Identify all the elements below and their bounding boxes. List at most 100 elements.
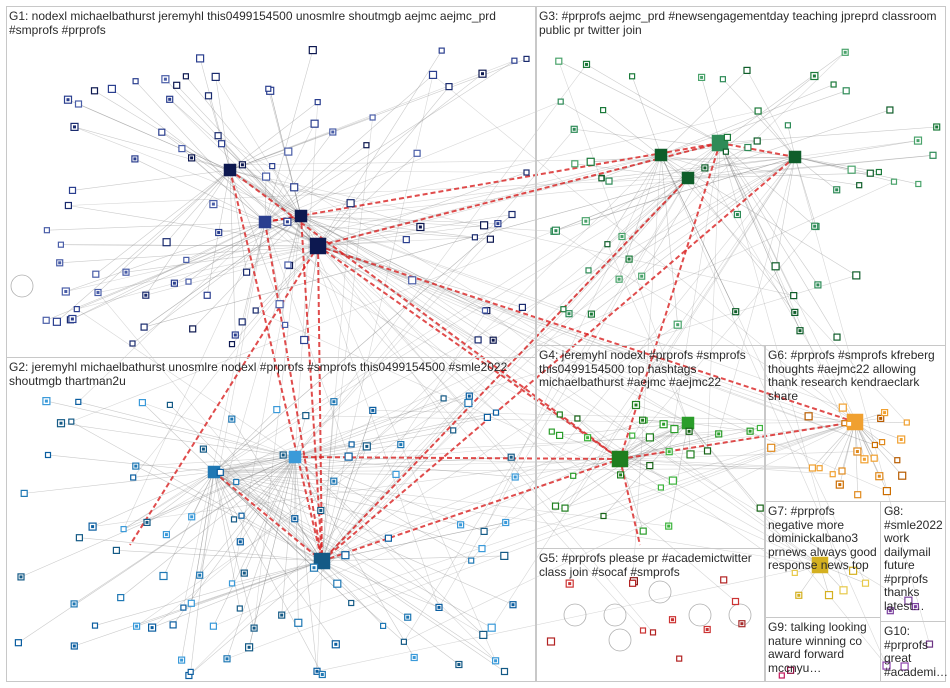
edge — [46, 221, 266, 231]
edge — [321, 560, 384, 627]
edge — [607, 244, 689, 424]
edge — [181, 148, 266, 223]
edge — [213, 471, 334, 482]
edge — [719, 142, 845, 424]
node-g5 — [649, 629, 657, 636]
node-g4 — [555, 431, 564, 439]
node-g3 — [875, 168, 883, 176]
node-g1 — [158, 128, 166, 136]
edge-highlight — [317, 245, 621, 460]
edge — [294, 238, 491, 458]
node-g4 — [574, 415, 581, 422]
edge — [294, 64, 587, 458]
edge — [300, 215, 496, 661]
node-g10 — [925, 640, 934, 648]
node-g4 — [570, 472, 577, 479]
edge — [660, 70, 748, 156]
edge — [135, 465, 323, 562]
edge — [321, 324, 678, 562]
node-avatar — [332, 479, 336, 483]
node-g4 — [551, 502, 560, 510]
node-g2 — [228, 580, 236, 587]
node-avatar — [816, 283, 820, 287]
edge — [68, 205, 319, 247]
edge — [300, 73, 483, 217]
edge — [72, 221, 266, 320]
node-avatar — [687, 429, 691, 433]
group-label-g2: G2: jeremyhl michaelbathurst unosmlre no… — [9, 360, 508, 388]
edge — [191, 471, 215, 517]
edge — [215, 76, 302, 217]
node-avatar — [586, 436, 590, 440]
node-g2 — [348, 441, 355, 448]
node-avatar — [217, 231, 221, 234]
edge — [300, 215, 654, 633]
edge — [264, 74, 434, 223]
node-g3 — [929, 151, 937, 159]
node-g1 — [511, 57, 518, 64]
hub-node-g2 — [313, 552, 331, 570]
node-g1 — [214, 132, 222, 140]
node-g2 — [75, 534, 84, 542]
node-g1 — [183, 256, 190, 263]
edge — [372, 410, 856, 423]
node-avatar — [838, 483, 842, 487]
node-avatar — [467, 394, 471, 398]
node-avatar — [843, 50, 847, 54]
node-avatar — [883, 411, 887, 415]
edge-highlight — [321, 177, 689, 562]
edge — [317, 239, 407, 247]
edge — [213, 471, 505, 672]
node-g2 — [480, 527, 488, 536]
node-g5 — [676, 655, 683, 662]
edge — [491, 156, 796, 628]
edge — [94, 90, 302, 217]
node-g1 — [363, 142, 370, 149]
edge-highlight — [264, 142, 721, 223]
edge — [135, 456, 296, 467]
node-avatar — [877, 474, 881, 478]
edge — [317, 245, 479, 341]
edge — [317, 50, 442, 247]
edge — [294, 456, 516, 478]
edge — [244, 456, 296, 574]
edge — [321, 402, 469, 562]
node-g1 — [471, 234, 478, 241]
node-g6 — [804, 412, 813, 421]
node-avatar — [509, 455, 513, 459]
node-g6 — [767, 443, 776, 452]
edge — [213, 471, 235, 520]
node-avatar — [812, 74, 816, 78]
node-g2 — [216, 468, 224, 476]
edge — [120, 456, 296, 598]
node-avatar — [225, 657, 229, 661]
edge — [199, 221, 266, 576]
edge — [719, 142, 801, 331]
node-g3 — [571, 160, 579, 168]
edge — [97, 169, 231, 293]
edge — [181, 471, 215, 661]
node-g3 — [743, 66, 751, 75]
node-avatar — [916, 139, 920, 143]
node-g2 — [159, 571, 168, 581]
node-g4 — [548, 428, 555, 435]
edge — [300, 178, 602, 217]
node-g3 — [847, 165, 856, 174]
node-avatar — [459, 523, 463, 527]
edge — [707, 142, 721, 451]
edge — [20, 456, 296, 578]
edge — [213, 467, 820, 473]
edge — [46, 215, 302, 321]
edge — [317, 245, 916, 607]
edge — [151, 177, 689, 628]
edge — [213, 471, 337, 645]
node-g1 — [314, 98, 321, 106]
edge — [607, 142, 721, 245]
node-g1 — [310, 119, 319, 128]
edge — [558, 60, 721, 144]
edge — [321, 410, 374, 562]
node-g6 — [878, 439, 886, 446]
edge — [116, 550, 323, 562]
edge — [231, 245, 319, 345]
edge — [152, 560, 323, 628]
